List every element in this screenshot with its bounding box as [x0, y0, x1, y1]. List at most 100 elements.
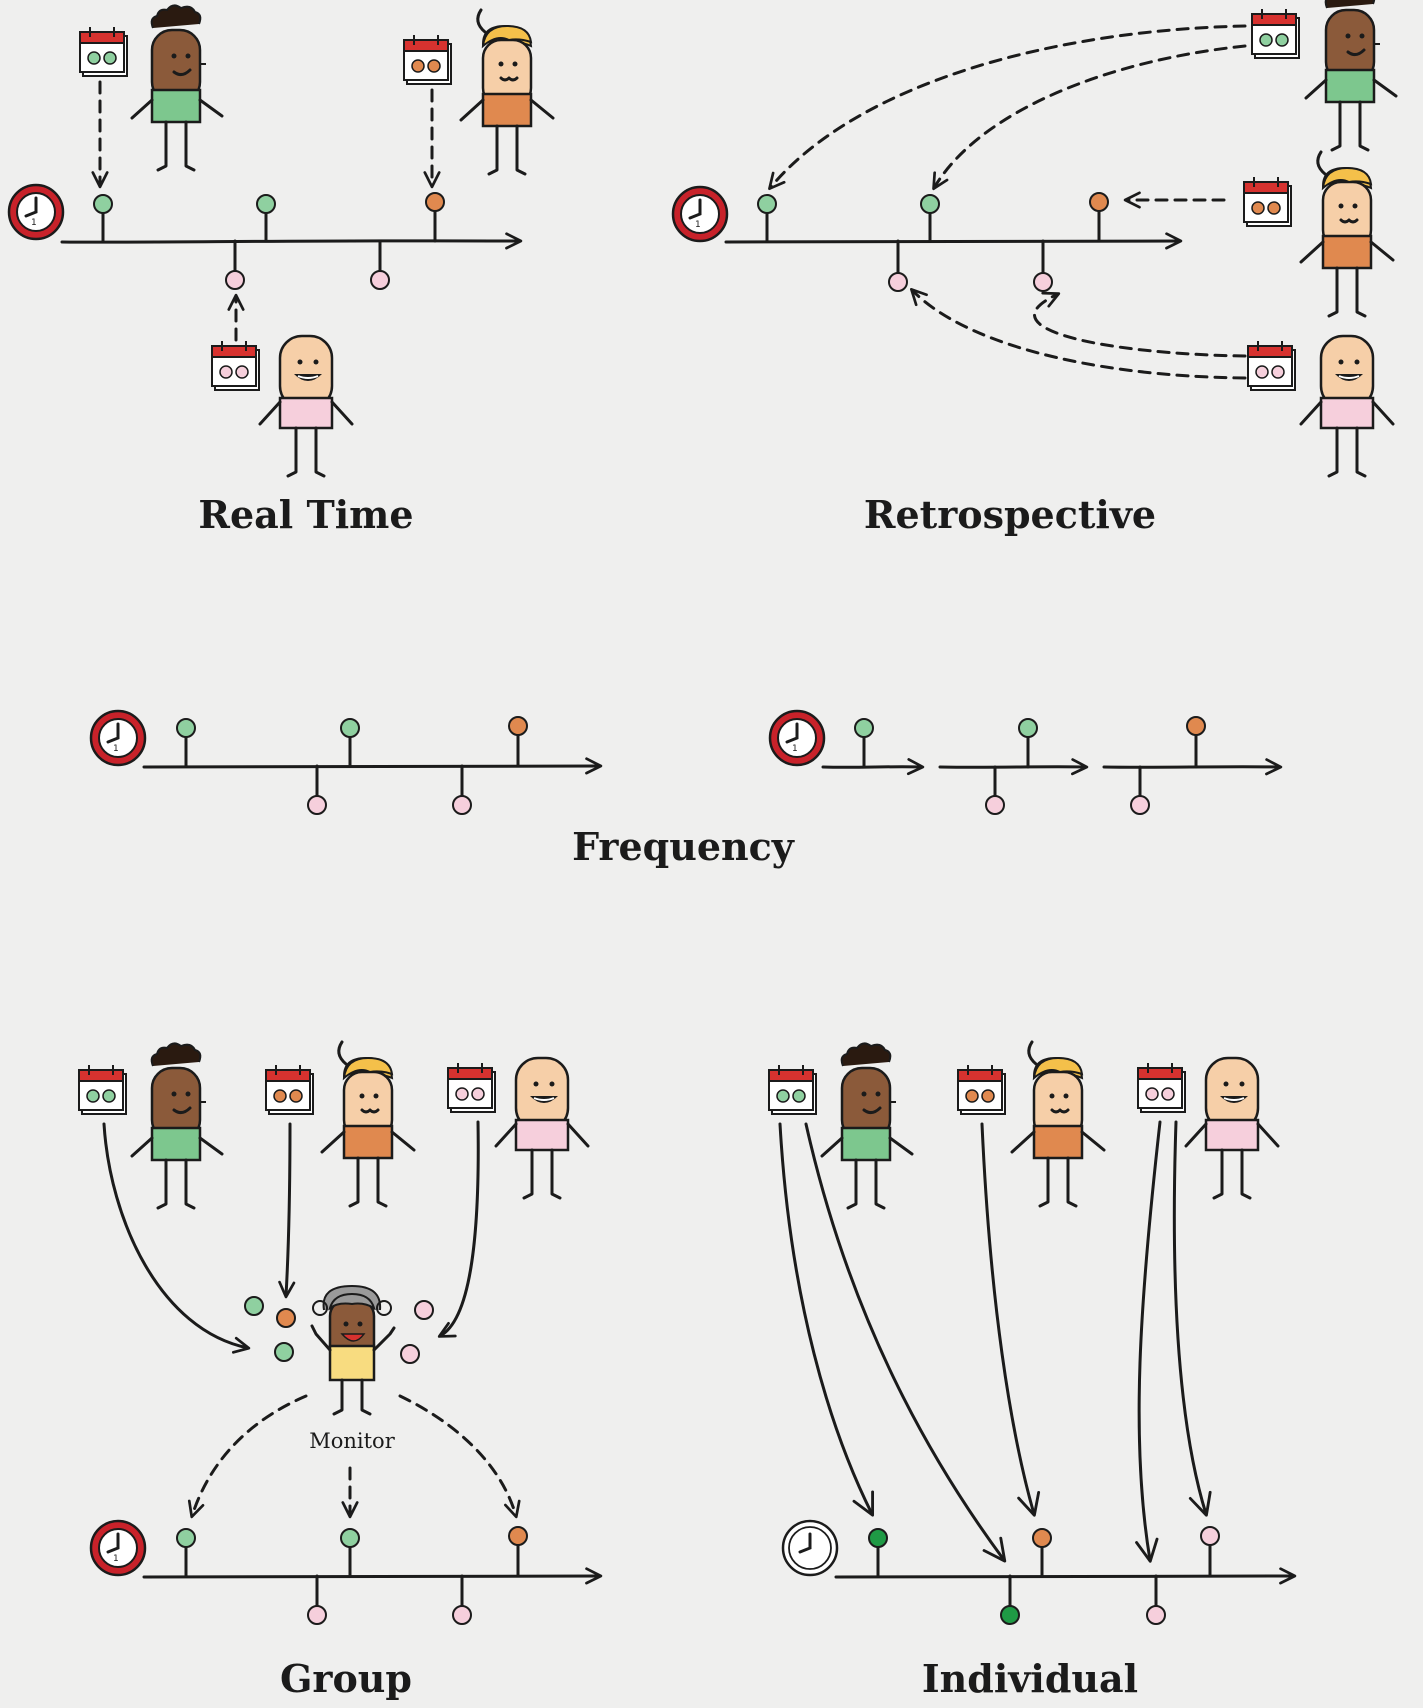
report-arrow — [778, 1122, 875, 1517]
event-marker — [93, 194, 113, 243]
person-figure — [320, 1040, 416, 1208]
event-marker — [1000, 1574, 1020, 1625]
event-marker — [370, 239, 390, 290]
event-marker — [985, 765, 1005, 815]
clock-icon — [671, 185, 729, 243]
event-marker — [1033, 239, 1053, 292]
panel-individual: Individual — [768, 1040, 1297, 1701]
event-marker — [1186, 716, 1206, 769]
event-marker — [757, 194, 777, 243]
calendar-icon — [957, 1064, 1006, 1115]
report-arrow — [804, 1122, 1007, 1563]
collected-entry — [276, 1308, 296, 1328]
person-figure — [258, 334, 354, 478]
panel-retrospective: Retrospective — [671, 0, 1398, 537]
monitor-label: Monitor — [309, 1429, 395, 1453]
event-marker — [452, 764, 472, 815]
report-arrow — [398, 1394, 521, 1519]
report-arrow — [910, 288, 1247, 380]
timeline-segment — [821, 758, 925, 776]
event-marker — [340, 1528, 360, 1578]
person-figure — [1299, 150, 1395, 318]
calendar-icon — [403, 34, 452, 85]
timeline-segment — [1102, 758, 1283, 776]
event-marker — [920, 194, 940, 243]
calendar-icon — [78, 1064, 127, 1115]
calendar-icon — [768, 1064, 817, 1115]
person-figure — [1010, 1040, 1106, 1208]
event-marker — [452, 1574, 472, 1625]
report-arrow — [187, 1394, 308, 1519]
event-marker — [1018, 718, 1038, 769]
event-marker — [508, 1526, 528, 1578]
event-marker — [307, 764, 327, 815]
timeline-axis — [60, 232, 523, 250]
clock-icon — [89, 1519, 147, 1577]
collected-entry — [400, 1344, 420, 1364]
event-marker — [307, 1574, 327, 1625]
timeline-segment — [938, 758, 1089, 776]
event-marker — [176, 718, 196, 768]
collected-entry — [414, 1300, 434, 1320]
panel-title: Group — [280, 1656, 412, 1701]
person-figure — [494, 1056, 590, 1200]
calendar-icon — [447, 1062, 496, 1113]
calendar-icon — [1247, 340, 1296, 391]
person-figure — [459, 8, 555, 176]
collected-entry — [244, 1296, 264, 1316]
event-marker — [425, 192, 445, 243]
event-marker — [1089, 192, 1109, 243]
timeline-axis — [724, 232, 1183, 250]
timeline-axis — [834, 1567, 1297, 1585]
panel-group: Monitor Group — [78, 1040, 603, 1701]
person-figure — [130, 3, 224, 172]
report-arrow — [932, 44, 1247, 191]
report-arrow — [980, 1122, 1041, 1517]
report-arrow — [1172, 1120, 1212, 1517]
person-figure — [820, 1041, 914, 1210]
report-arrow — [278, 1122, 296, 1299]
timeline-axis — [142, 757, 603, 775]
event-marker — [256, 194, 276, 243]
report-arrow — [437, 1120, 480, 1338]
calendar-icon — [1243, 176, 1292, 227]
calendar-icon — [1137, 1062, 1186, 1113]
timeline-axis — [142, 1567, 603, 1585]
panel-title: Real Time — [198, 492, 413, 537]
report-arrow — [1135, 1120, 1162, 1563]
report-arrow — [1033, 291, 1247, 358]
panel-frequency: Frequency — [89, 709, 1283, 869]
event-marker — [888, 239, 908, 292]
event-marker — [868, 1528, 888, 1578]
calendar-icon — [265, 1064, 314, 1115]
panel-title: Retrospective — [864, 492, 1156, 537]
calendar-icon — [1251, 8, 1300, 59]
event-marker — [340, 718, 360, 768]
panel-title: Frequency — [572, 824, 795, 869]
report-arrow — [102, 1122, 251, 1354]
event-marker — [1130, 765, 1150, 815]
event-marker — [1146, 1574, 1166, 1625]
clock-icon — [7, 183, 65, 241]
clock-icon — [781, 1519, 839, 1577]
person-figure — [130, 1041, 224, 1210]
event-marker — [508, 716, 528, 768]
panel-real-time: Real Time — [7, 3, 555, 537]
calendar-icon — [211, 340, 260, 391]
clock-icon — [768, 709, 826, 767]
collected-entry — [274, 1342, 294, 1362]
person-figure — [1299, 334, 1395, 478]
event-marker — [854, 718, 874, 769]
event-marker — [1032, 1528, 1052, 1578]
report-arrow — [768, 24, 1247, 191]
event-marker — [225, 239, 245, 290]
person-figure — [1304, 0, 1398, 152]
clock-icon — [89, 709, 147, 767]
person-figure — [1184, 1056, 1280, 1200]
monitor-figure — [310, 1284, 396, 1416]
panel-title: Individual — [922, 1656, 1138, 1701]
calendar-icon — [79, 26, 128, 77]
event-marker — [176, 1528, 196, 1578]
event-marker — [1200, 1526, 1220, 1578]
